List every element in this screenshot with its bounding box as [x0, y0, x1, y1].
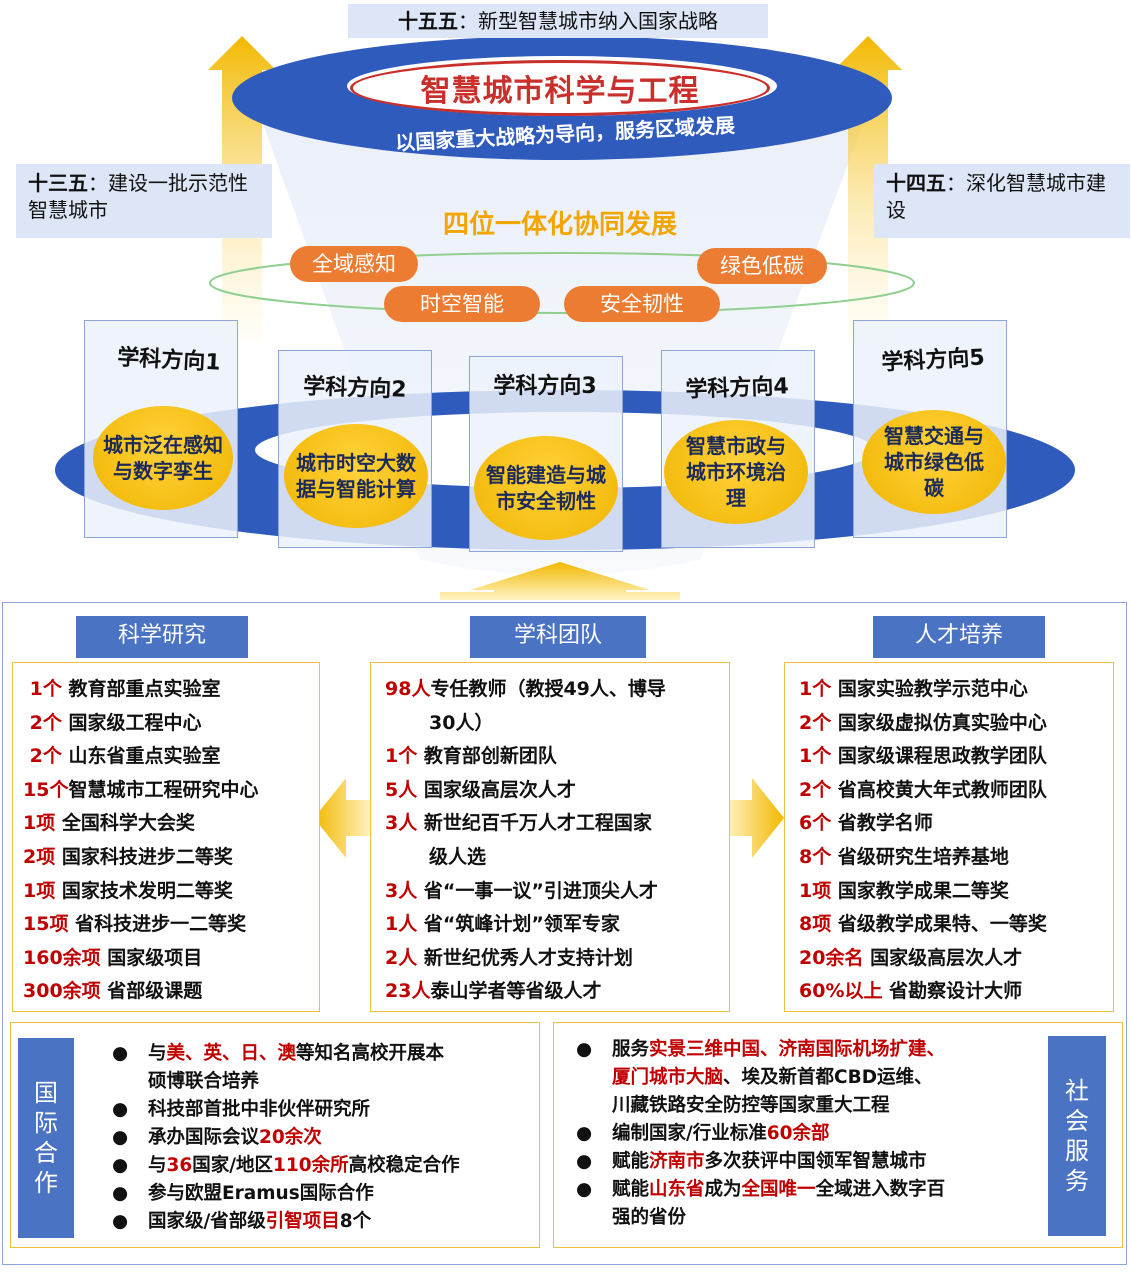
list-item: 3人 新世纪百千万人才工程国家 [385, 812, 652, 835]
main-title: 智慧城市科学与工程 [420, 74, 700, 109]
label-char: 务 [1065, 1167, 1089, 1195]
bullet-dot-icon: ● [112, 1211, 129, 1232]
bullet-item: ●承办国际会议20余次 [112, 1124, 532, 1152]
pill-green-low-carbon: 绿色低碳 [697, 248, 827, 284]
bullet-dot-icon: ● [112, 1099, 129, 1120]
list-item: 300余项 省部级课题 [23, 980, 203, 1003]
list-item: 98人专任教师（教授49人、博导 [385, 678, 666, 700]
bullet-item: ●服务实景三维中国、济南国际机场扩建、 [576, 1036, 1046, 1064]
list-item: 1个 教育部重点实验室 [29, 678, 221, 700]
label-char: 会 [1065, 1107, 1089, 1135]
lower-panel-frame [2, 602, 1127, 1265]
direction-desc-4: 智慧市政与城市环境治理 [664, 420, 808, 524]
bullet-dot-icon: ● [112, 1155, 129, 1176]
bullet-item: 厦门城市大脑、埃及新首都CBD运维、 [612, 1067, 933, 1088]
list-item: 30人） [429, 711, 494, 734]
social-service-label: 社会服务 [1048, 1036, 1106, 1236]
list-item: 6个 省教学名师 [799, 812, 933, 835]
intl-cooperation-box [10, 1022, 540, 1248]
bullet-item: ●赋能山东省成为全国唯一全域进入数字百 [576, 1176, 1046, 1204]
list-item: 1项 国家技术发明二等奖 [23, 879, 233, 902]
label-char: 社 [1065, 1077, 1089, 1105]
list-item: 8个 省级研究生培养基地 [799, 845, 1009, 868]
section-research-header: 科学研究 [76, 616, 248, 658]
list-item: 1个 国家实验教学示范中心 [799, 678, 1028, 700]
bullet-dot-icon: ● [576, 1151, 593, 1172]
list-item: 2个 国家级工程中心 [29, 711, 202, 734]
pill-perception: 全域感知 [290, 246, 418, 282]
list-item: 2人 新世纪优秀人才支持计划 [385, 946, 633, 969]
bullet-item: ●赋能济南市多次获评中国领军智慧城市 [576, 1148, 1046, 1176]
direction-desc-1: 城市泛在感知与数字孪生 [93, 406, 233, 510]
label-char: 合 [34, 1139, 58, 1167]
list-item: 160余项 国家级项目 [23, 946, 203, 969]
bullet-item: 强的省份 [612, 1207, 687, 1228]
direction-desc-3: 智能建造与城市安全韧性 [474, 436, 618, 540]
bullet-item: 川藏铁路安全防控等国家重大工程 [612, 1095, 890, 1116]
label-char: 作 [34, 1169, 58, 1197]
list-item: 级人选 [429, 845, 487, 868]
fourteenth-plan-banner: 十四五：深化智慧城市建设 [874, 164, 1130, 238]
list-item: 3人 省“一事一议”引进顶尖人才 [385, 879, 658, 902]
talent-list: 1个 国家实验教学示范中心 2个 国家级虚拟仿真实验中心 1个 国家级课程思政教… [784, 662, 1114, 1012]
bullet-item: ●与36国家/地区110余所高校稳定合作 [112, 1152, 532, 1180]
social-service-box [553, 1022, 1123, 1248]
bullet-item: ●编制国家/行业标准60余部 [576, 1120, 1046, 1148]
list-item: 15个智慧城市工程研究中心 [23, 778, 259, 801]
fifteenth-plan-banner: 十五五：新型智慧城市纳入国家战略 [348, 4, 768, 38]
pill-spatiotemporal: 时空智能 [384, 286, 540, 322]
list-item: 5人 国家级高层次人才 [385, 778, 576, 801]
list-item: 1人 省“筑峰计划”领军专家 [385, 913, 620, 936]
team-list: 98人专任教师（教授49人、博导 30人） 1个 教育部创新团队 5人 国家级高… [370, 662, 730, 1012]
main-title-frame [350, 60, 770, 116]
list-item: 2个 省高校黄大年式教师团队 [799, 778, 1047, 801]
bullet-item: ●国家级/省部级引智项目8个 [112, 1208, 532, 1236]
list-item: 20余名 国家级高层次人才 [799, 946, 1023, 969]
list-item: 1个 教育部创新团队 [385, 745, 557, 768]
four-in-one-headline: 四位一体化协同发展 [442, 210, 677, 240]
label-char: 际 [34, 1109, 58, 1137]
social-bullet-list: ●服务实景三维中国、济南国际机场扩建、厦门城市大脑、埃及新首都CBD运维、川藏铁… [576, 1036, 1046, 1232]
label-char: 服 [1065, 1137, 1089, 1165]
research-list: 1个 教育部重点实验室 2个 国家级工程中心 2个 山东省重点实验室 15个智慧… [12, 662, 320, 1012]
list-item: 15项 省科技进步一二等奖 [23, 913, 247, 936]
left-arrow [314, 778, 372, 858]
list-item: 23人泰山学者等省级人才 [385, 980, 602, 1003]
bullet-item: ●参与欧盟Eramus国际合作 [112, 1180, 532, 1208]
bullet-item: ●科技部首批中非伙伴研究所 [112, 1096, 532, 1124]
direction-title-4: 学科方向4 [685, 374, 790, 403]
bullet-dot-icon: ● [112, 1043, 129, 1064]
bullet-dot-icon: ● [576, 1123, 593, 1144]
list-item: 8项 省级教学成果特、一等奖 [799, 913, 1047, 936]
center-up-arrow [440, 562, 680, 600]
pill-resilience: 安全韧性 [564, 286, 720, 322]
list-item: 1项 国家教学成果二等奖 [799, 879, 1009, 902]
bullet-dot-icon: ● [112, 1183, 129, 1204]
direction-title-3: 学科方向3 [493, 374, 597, 399]
direction-desc-5: 智慧交通与城市绿色低碳 [862, 410, 1006, 514]
bullet-item: ●与美、英、日、澳等知名高校开展本 [112, 1040, 532, 1068]
list-item: 1项 全国科学大会奖 [23, 812, 195, 835]
bullet-dot-icon: ● [576, 1039, 593, 1060]
right-arrow [726, 778, 784, 858]
intl-bullet-list: ●与美、英、日、澳等知名高校开展本硕博联合培养 ●科技部首批中非伙伴研究所●承办国… [112, 1040, 532, 1236]
direction-desc-2: 城市时空大数据与智能计算 [284, 424, 428, 528]
intl-cooperation-label: 国际合作 [18, 1038, 74, 1238]
section-team-header: 学科团队 [470, 616, 646, 658]
list-item: 2个 山东省重点实验室 [29, 745, 221, 768]
thirteenth-plan-banner: 十三五：建设一批示范性智慧城市 [16, 164, 272, 238]
bullet-dot-icon: ● [112, 1127, 129, 1148]
section-talent-header: 人才培养 [873, 616, 1045, 658]
list-item: 2项 国家科技进步二等奖 [23, 845, 233, 868]
bullet-dot-icon: ● [576, 1179, 593, 1200]
list-item: 2个 国家级虚拟仿真实验中心 [799, 711, 1047, 734]
direction-title-2: 学科方向2 [302, 374, 407, 403]
label-char: 国 [34, 1079, 58, 1107]
bullet-item: 硕博联合培养 [148, 1071, 260, 1092]
list-item: 1个 国家级课程思政教学团队 [799, 745, 1047, 768]
list-item: 60%以上 省勘察设计大师 [799, 980, 1023, 1003]
